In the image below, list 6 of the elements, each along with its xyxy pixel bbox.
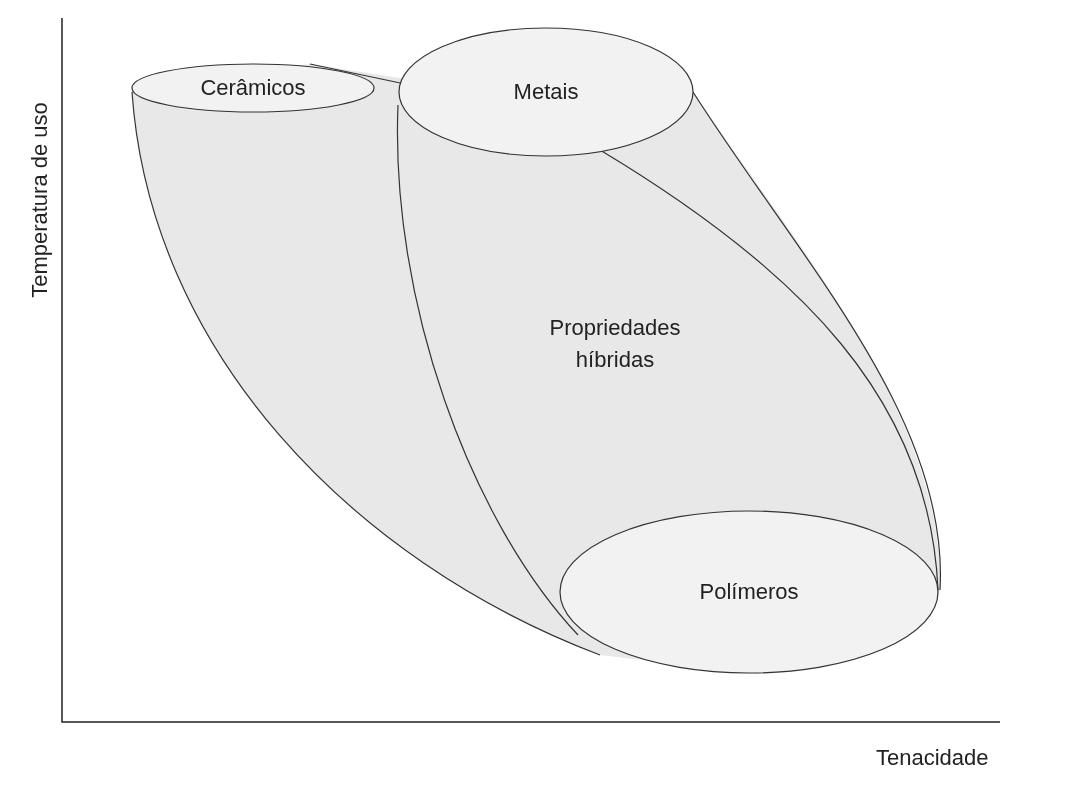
axis-title: Tenacidade [876, 745, 989, 771]
axis-title: Temperatura de uso [27, 102, 53, 298]
material-label: Polímeros [699, 579, 799, 605]
material-label: Metais [513, 79, 579, 105]
region-label: Propriedades híbridas [548, 314, 682, 374]
material-label: Cerâmicos [200, 75, 306, 101]
